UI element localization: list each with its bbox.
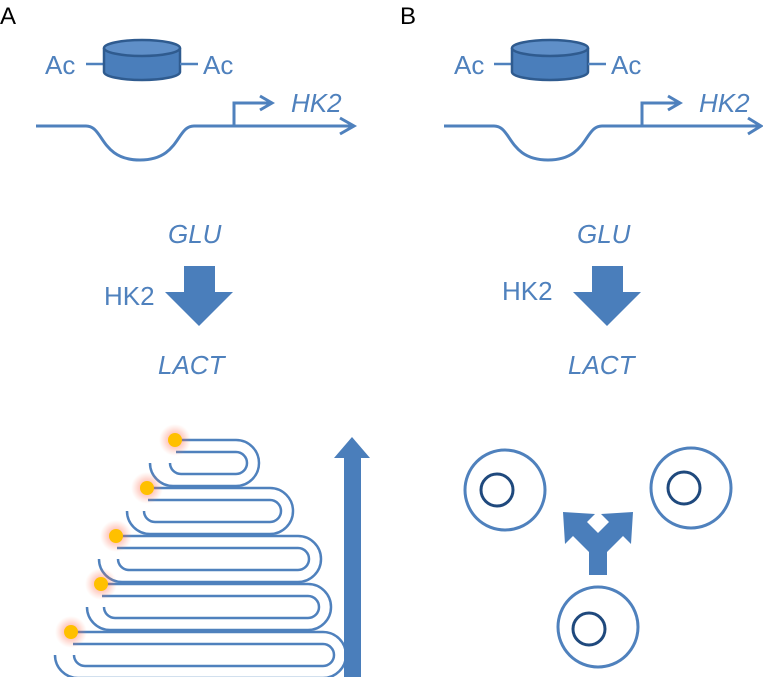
cell-icon [556,585,640,669]
acetylated-nucleosome: Ac Ac [45,38,233,82]
cell-icon [649,446,733,530]
gene-label: HK2 [291,88,342,118]
acetylated-nucleosome: Ac Ac [454,38,641,82]
panel-a-label: A [0,3,16,30]
dna-strand-icon [36,94,358,162]
cell-icon [463,448,547,532]
substrate-label: GLU [577,219,631,249]
nucleosome-cylinder-icon [102,38,182,82]
product-label: LACT [568,350,637,380]
loop-2 [125,486,295,536]
panel-b-label: B [400,3,416,30]
stacked-loops [53,438,348,677]
arrow-down-icon [165,266,233,326]
arrow-down-icon [573,266,641,326]
acetyl-left-label: Ac [45,50,75,80]
enzyme-label: HK2 [502,276,553,306]
acetyl-right-label: Ac [611,50,641,80]
enzyme-label: HK2 [104,281,155,311]
product-label: LACT [158,350,227,380]
glow-dots [55,424,191,648]
split-arrow-icon [563,512,633,575]
nucleosome-cylinder-icon [510,38,590,82]
glow-dot-icon [100,520,132,552]
gene-label: HK2 [699,88,750,118]
glow-dot-icon [159,424,191,456]
loop-4 [85,582,333,632]
substrate-label: GLU [168,219,222,249]
glow-dot-icon [85,568,117,600]
loop-5 [53,630,348,677]
dna-strand-icon [444,94,763,162]
glow-dot-icon [131,472,163,504]
glow-dot-icon [55,616,87,648]
loop-3 [97,534,323,584]
acetyl-left-label: Ac [454,50,484,80]
acetyl-right-label: Ac [203,50,233,80]
panel-a: A Ac Ac HK2 GLU HK2 LACT [0,3,370,677]
panel-b: B Ac Ac HK2 GLU HK2 LACT [400,3,763,669]
arrow-up-icon [334,437,370,677]
